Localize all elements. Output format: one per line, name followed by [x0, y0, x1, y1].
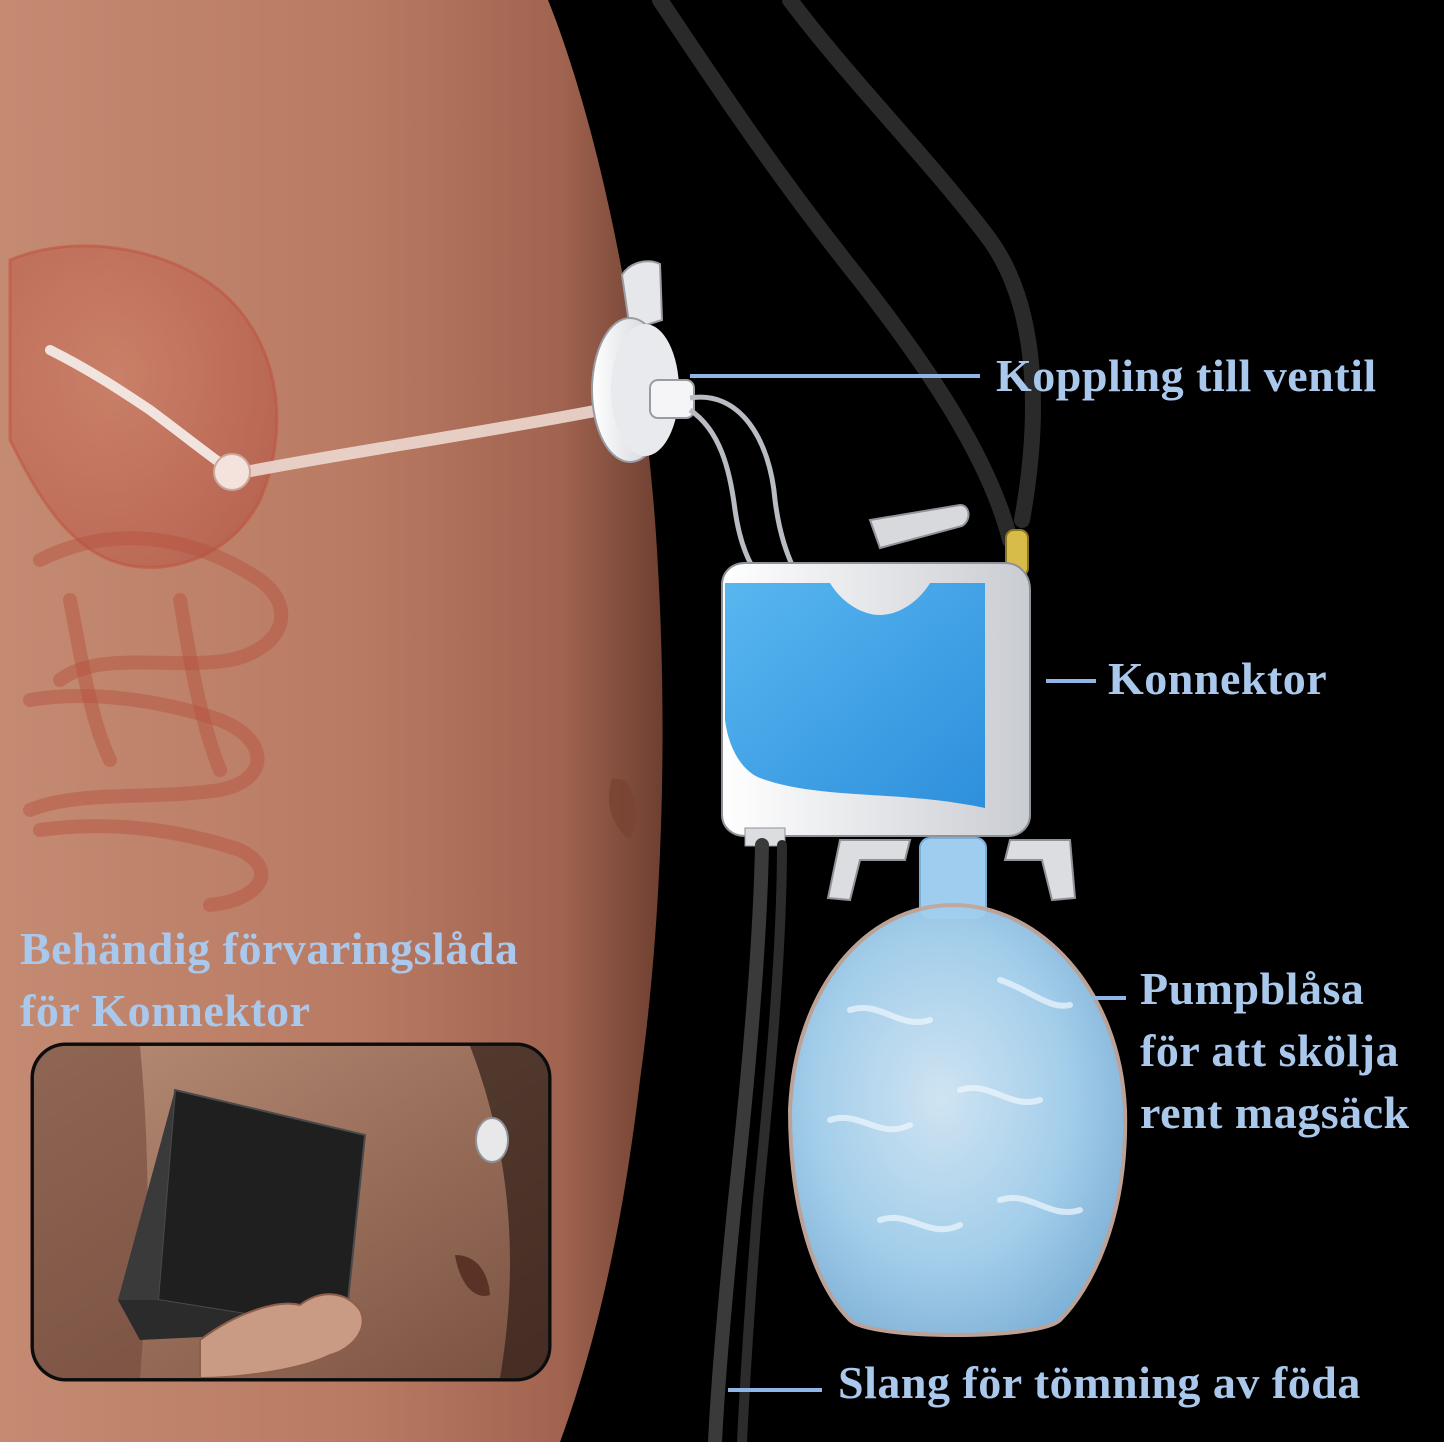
label-drain-tube: Slang för tömning av föda	[838, 1352, 1361, 1414]
connector-device	[722, 505, 1030, 846]
label-pump-bulb-line3: rent magsäck	[1140, 1082, 1410, 1144]
label-storage-box-line2: för Konnektor	[20, 980, 518, 1042]
storage-box-inset	[32, 1044, 550, 1380]
label-storage-box: Behändig förvaringslåda för Konnektor	[20, 918, 518, 1042]
label-pump-bulb-line1: Pumpblåsa	[1140, 958, 1410, 1020]
pump-bulb	[790, 838, 1125, 1335]
drain-tubes-top	[660, 0, 1033, 540]
label-pump-bulb: Pumpblåsa för att skölja rent magsäck	[1140, 958, 1410, 1144]
label-coupling: Koppling till ventil	[996, 345, 1377, 407]
label-connector-text: Konnektor	[1108, 648, 1327, 710]
label-drain-tube-text: Slang för tömning av föda	[838, 1352, 1361, 1414]
label-storage-box-line1: Behändig förvaringslåda	[20, 918, 518, 980]
label-coupling-text: Koppling till ventil	[996, 345, 1377, 407]
label-connector: Konnektor	[1108, 648, 1327, 710]
label-pump-bulb-line2: för att skölja	[1140, 1020, 1410, 1082]
valve-on-skin	[476, 1118, 508, 1162]
coupling-tube	[690, 397, 795, 575]
drain-tube-bottom	[715, 845, 782, 1442]
